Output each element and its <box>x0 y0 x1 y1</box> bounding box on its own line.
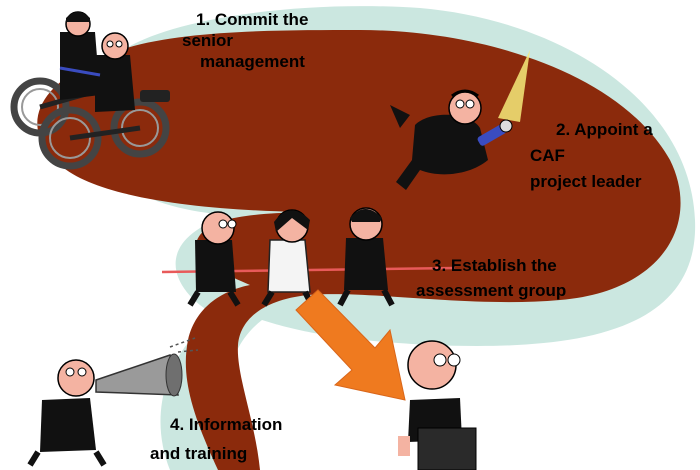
step-1-line-3: management <box>200 52 305 71</box>
step-2-label: 2. Appoint a CAF project leader <box>530 117 653 195</box>
megaphone-speaker-icon <box>27 337 199 467</box>
step-3-line-2: assessment group <box>416 281 567 300</box>
step-4-line-1: 4. Information <box>170 415 283 434</box>
step-2-line-3: project leader <box>530 172 642 191</box>
step-1-line-2: senior <box>182 31 234 50</box>
step-2-line-2: CAF <box>530 146 565 165</box>
tug-of-war-team-icon <box>161 207 456 307</box>
step-1-label: 1. Commit the senior management <box>182 9 308 72</box>
tandem-bicycle-riders-icon <box>10 11 170 170</box>
step-3-label: 3. Establish the assessment group <box>416 253 566 303</box>
step-3-line-1: 3. Establish the <box>432 256 557 275</box>
step-4-label: 4. Information and training <box>150 410 282 468</box>
listener-at-podium-icon <box>398 340 477 470</box>
step-2-line-1: 2. Appoint a <box>556 120 653 139</box>
flashlight-searcher-icon <box>390 50 530 190</box>
orange-arrow-icon <box>295 289 406 401</box>
step-4-line-2: and training <box>150 444 248 463</box>
step-1-line-1: 1. Commit the <box>196 10 309 29</box>
